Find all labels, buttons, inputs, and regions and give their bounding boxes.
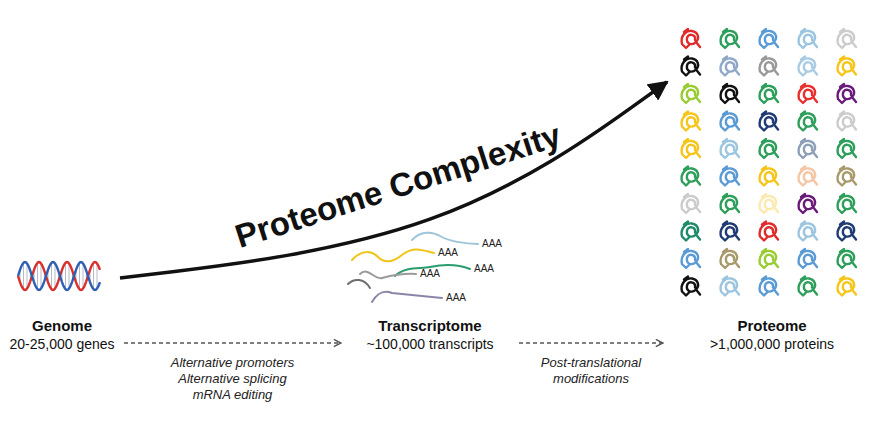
process-arrow [124, 342, 341, 343]
protein-icon [838, 222, 856, 241]
protein-icon [760, 112, 778, 131]
node-title: Transcriptome [345, 316, 515, 335]
dna-strand [18, 262, 100, 290]
protein-icon [799, 167, 817, 186]
dna-strand [18, 262, 100, 290]
protein-icon [721, 222, 739, 241]
node-title: Genome [4, 316, 120, 335]
protein-icon [721, 84, 739, 103]
dna-rung [27, 263, 28, 288]
curve-label: Proteome Complexity [230, 116, 565, 256]
protein-icon [799, 84, 817, 103]
transcript-lines [348, 233, 478, 302]
protein-icon [838, 57, 856, 76]
protein-icon [799, 249, 817, 268]
protein-icon [760, 249, 778, 268]
protein-icon [799, 277, 817, 296]
transcript [372, 292, 442, 302]
dna-rung [79, 263, 80, 289]
protein-icon [721, 194, 739, 213]
node-count: >1,000,000 proteins [667, 335, 877, 353]
protein-icon [760, 57, 778, 76]
dna-rung [69, 263, 70, 288]
protein-icon [721, 112, 739, 131]
dna-rung [65, 263, 66, 289]
dna-rung [93, 263, 94, 289]
edge-label: Alternative promoters Alternative splici… [163, 355, 303, 403]
protein-icon [838, 139, 856, 158]
protein-icon [799, 139, 817, 158]
icon-space [4, 250, 120, 316]
polya-tail-label: AAA [474, 263, 494, 275]
protein-icon [682, 57, 700, 76]
protein-icon [721, 249, 739, 268]
dna-rung [97, 263, 98, 288]
protein-icon [838, 29, 856, 48]
polya-tail-label: AAA [438, 247, 458, 259]
transcript [412, 233, 478, 244]
transcript [348, 280, 370, 288]
protein-icon [760, 139, 778, 158]
protein-icon [838, 249, 856, 268]
protein-icon [682, 84, 700, 103]
protein-icon [760, 167, 778, 186]
protein-icon [682, 139, 700, 158]
protein-icon [760, 29, 778, 48]
protein-icon [799, 57, 817, 76]
protein-icon [721, 139, 739, 158]
protein-icon [682, 277, 700, 296]
protein-icon [721, 167, 739, 186]
protein-icon [799, 194, 817, 213]
transcript [352, 250, 434, 262]
protein-icon [760, 84, 778, 103]
protein-icon [682, 222, 700, 241]
polya-tail-label: AAA [420, 268, 440, 280]
protein-icon [799, 222, 817, 241]
protein-icon [682, 194, 700, 213]
protein-icon [760, 222, 778, 241]
protein-icon [721, 57, 739, 76]
protein-icon [682, 249, 700, 268]
polya-tail-label: AAA [482, 238, 502, 250]
protein-icon [799, 112, 817, 131]
diagram-node: Proteome>1,000,000 proteins [667, 22, 877, 353]
protein-icon [760, 194, 778, 213]
protein-icon [799, 29, 817, 48]
protein-icon [682, 112, 700, 131]
protein-icon [838, 112, 856, 131]
icon-space [667, 22, 877, 316]
diagram-node: Genome20-25,000 genes [4, 250, 120, 353]
protein-icon [838, 84, 856, 103]
dna-rung [83, 263, 84, 288]
dna-rung [23, 263, 24, 289]
protein-icon [760, 277, 778, 296]
protein-icon [682, 29, 700, 48]
protein-icon [838, 167, 856, 186]
protein-icon [682, 167, 700, 186]
protein-grid [682, 29, 856, 296]
dna-rung [41, 263, 42, 288]
node-title: Proteome [667, 316, 877, 335]
transcript [360, 272, 416, 279]
protein-icon [721, 277, 739, 296]
complexity-arrow [120, 82, 667, 278]
polya-tail-label: AAA [446, 292, 466, 304]
dna-rung [37, 263, 38, 289]
node-count: 20-25,000 genes [4, 335, 120, 353]
edge-label: Post-translational modifications [526, 355, 656, 387]
dna-rung [55, 263, 56, 288]
protein-icon [838, 194, 856, 213]
protein-icon [838, 277, 856, 296]
node-count: ~100,000 transcripts [345, 335, 515, 353]
dna-rung [51, 263, 52, 289]
process-arrow [519, 342, 663, 343]
dna-helix [18, 262, 100, 290]
protein-icon [721, 29, 739, 48]
